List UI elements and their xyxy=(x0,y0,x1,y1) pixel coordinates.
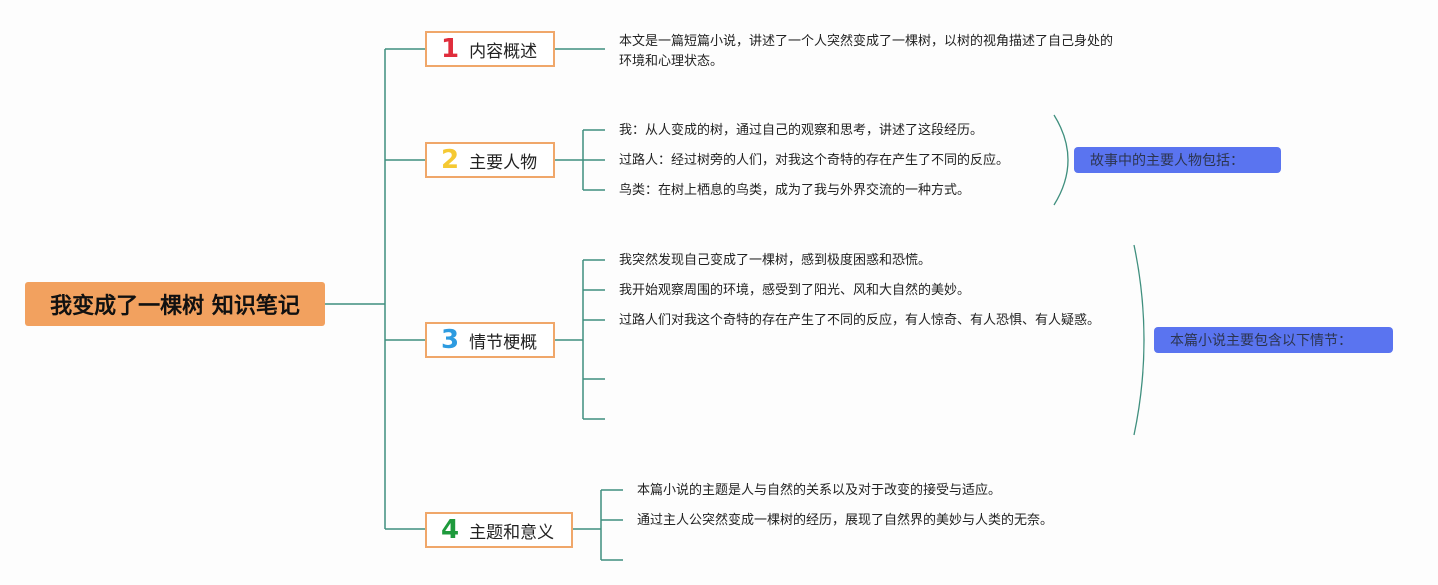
summary-plot[interactable]: 本篇小说主要包含以下情节： xyxy=(1154,327,1393,353)
summary-main-characters[interactable]: 故事中的主要人物包括： xyxy=(1074,147,1281,173)
branch-label: 情节梗概 xyxy=(469,332,538,353)
leaf-character-passersby[interactable]: 过路人：经过树旁的人们，对我这个奇特的存在产生了不同的反应。 xyxy=(619,153,1010,168)
branch-label: 主要人物 xyxy=(469,152,538,173)
leaf-plot-2[interactable]: 我开始观察周围的环境，感受到了阳光、风和大自然的美妙。 xyxy=(619,283,971,298)
leaf-plot-1[interactable]: 我突然发现自己变成了一棵树，感到极度困惑和恐慌。 xyxy=(619,253,932,268)
branch-content-overview[interactable]: 1 内容概述 xyxy=(425,31,555,67)
leaf-character-me[interactable]: 我：从人变成的树，通过自己的观察和思考，讲述了这段经历。 xyxy=(619,123,984,138)
root-topic[interactable]: 我变成了一棵树 知识笔记 xyxy=(25,282,325,326)
leaf-plot-3[interactable]: 过路人们对我这个奇特的存在产生了不同的反应，有人惊奇、有人恐惧、有人疑惑。 xyxy=(619,313,1101,328)
branch-main-characters[interactable]: 2 主要人物 xyxy=(425,142,555,178)
branch-theme-meaning[interactable]: 4 主题和意义 xyxy=(425,512,573,548)
leaf-content-overview[interactable]: 本文是一篇短篇小说，讲述了一个人突然变成了一棵树，以树的视角描述了自己身处的环境… xyxy=(619,34,1114,69)
leaf-theme-1[interactable]: 本篇小说的主题是人与自然的关系以及对于改变的接受与适应。 xyxy=(637,483,1002,498)
summary-bracket-2 xyxy=(1053,114,1069,206)
number-2-icon: 2 xyxy=(441,145,460,175)
number-1-icon: 1 xyxy=(441,34,460,64)
branch-label: 内容概述 xyxy=(469,41,538,62)
number-4-icon: 4 xyxy=(441,515,460,545)
leaf-theme-2[interactable]: 通过主人公突然变成一棵树的经历，展现了自然界的美妙与人类的无奈。 xyxy=(637,513,1054,528)
number-3-icon: 3 xyxy=(441,325,460,355)
leaf-character-birds[interactable]: 鸟类：在树上栖息的鸟类，成为了我与外界交流的一种方式。 xyxy=(619,183,971,198)
summary-bracket-3 xyxy=(1133,244,1145,436)
branch-label: 主题和意义 xyxy=(469,522,555,543)
branch-plot-summary[interactable]: 3 情节梗概 xyxy=(425,322,555,358)
